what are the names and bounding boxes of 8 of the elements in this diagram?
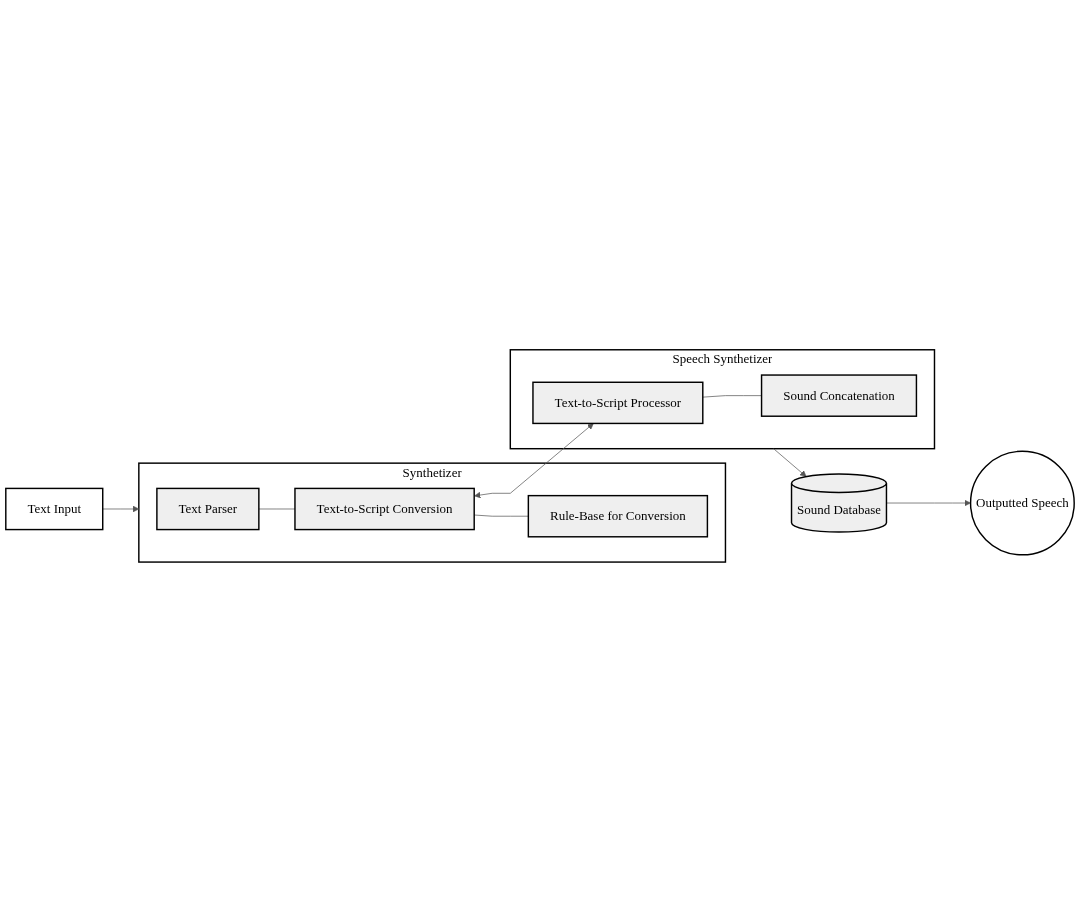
node-box: Text Input — [5, 487, 104, 530]
connector — [702, 394, 762, 398]
node-box: Text Parser — [156, 487, 260, 530]
node-box: Text-to-Script Processor — [532, 381, 704, 424]
node-circle: Outputted Speech — [969, 450, 1075, 556]
node-box: Text-to-Script Conversion — [294, 487, 475, 530]
node-box: Sound Concatenation — [760, 373, 918, 417]
node-box: Rule-Base for Conversion — [527, 494, 709, 538]
